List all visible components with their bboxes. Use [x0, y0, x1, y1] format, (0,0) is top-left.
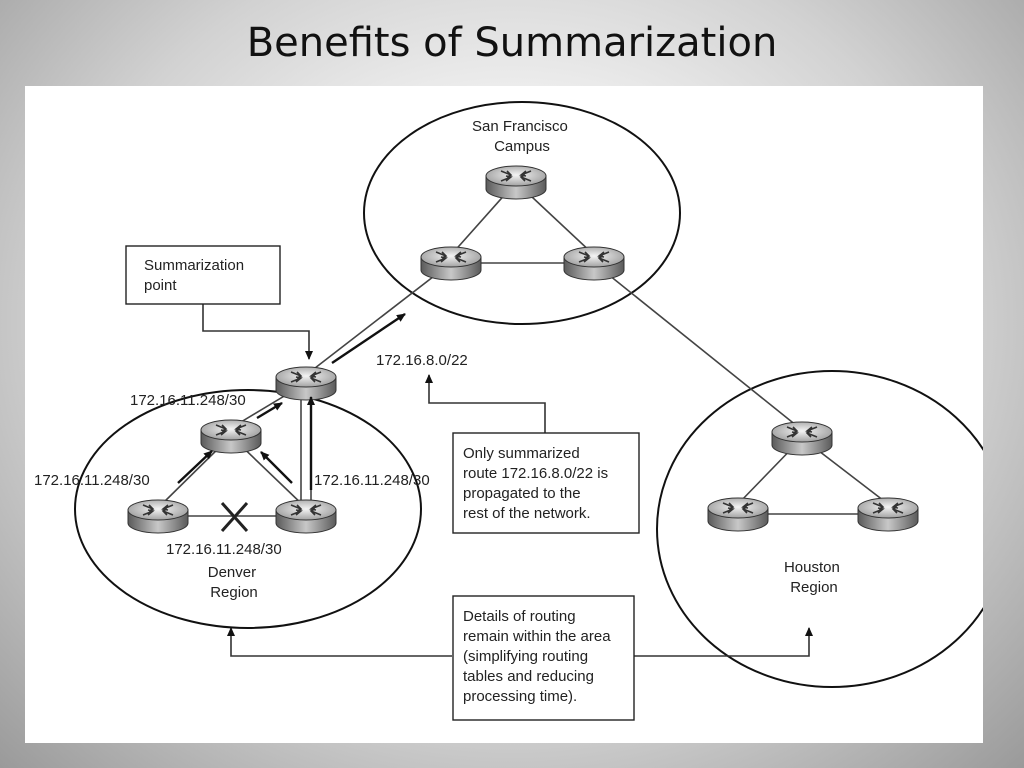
x-mark-icon — [220, 502, 249, 532]
router-icon — [275, 366, 337, 401]
router-icon — [420, 246, 482, 281]
only-summarized-route-text: Only summarized route 172.16.8.0/22 is p… — [463, 445, 612, 522]
diagram-panel: San Francisco Campus Summarization point… — [25, 86, 983, 743]
router-icon — [275, 499, 337, 534]
link-label-right: 172.16.11.248/30 — [314, 472, 430, 489]
denver-region-area — [74, 389, 422, 629]
router-icon — [857, 497, 919, 532]
houston-region-area — [656, 370, 983, 688]
slide-title: Benefits of Summarization — [246, 20, 778, 66]
router-icon — [485, 165, 547, 200]
summary-route-label: 172.16.8.0/22 — [376, 352, 468, 369]
link-label-bottom: 172.16.11.248/30 — [166, 541, 282, 558]
route-advertisement-arrows — [177, 313, 406, 490]
router-icon — [127, 499, 189, 534]
summarization-point-label: Summarization point — [144, 257, 248, 294]
router-icon — [707, 497, 769, 532]
san-francisco-campus-label: San Francisco Campus — [472, 118, 572, 155]
denver-region-label: Denver Region — [208, 564, 261, 601]
houston-region-label: Houston Region — [784, 559, 844, 596]
router-icon — [563, 246, 625, 281]
details-of-routing-text: Details of routing remain within the are… — [463, 608, 615, 705]
san-francisco-campus-area — [363, 101, 681, 325]
details-of-routing-box — [452, 595, 635, 721]
network-diagram: San Francisco Campus Summarization point… — [34, 101, 983, 721]
only-summarized-route-box — [452, 432, 640, 534]
callout-arrows — [202, 302, 813, 657]
link-label-top-left: 172.16.11.248/30 — [130, 392, 246, 409]
router-icon — [200, 419, 262, 454]
router-icon — [771, 421, 833, 456]
summarization-point-box — [125, 245, 281, 305]
link-label-left: 172.16.11.248/30 — [34, 472, 150, 489]
